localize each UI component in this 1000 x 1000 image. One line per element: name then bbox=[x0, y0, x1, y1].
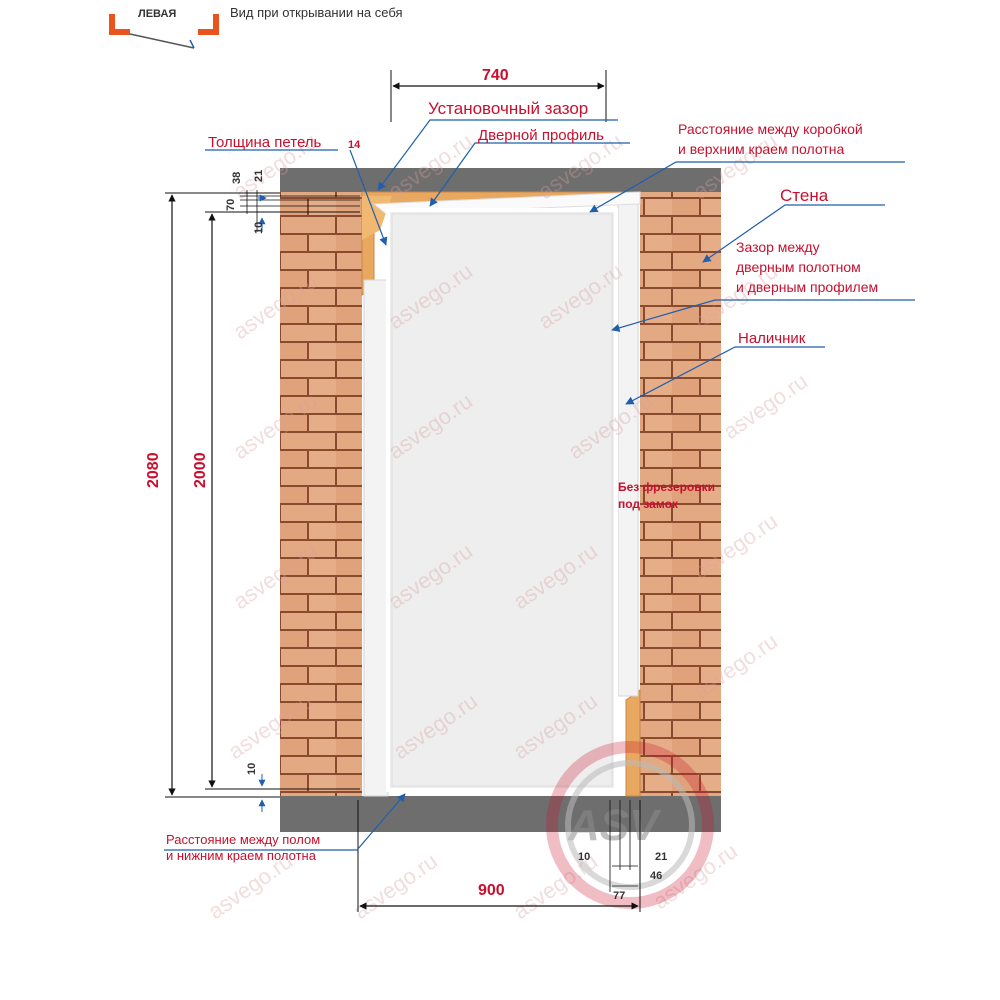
svg-text:asvego.ru: asvego.ru bbox=[689, 128, 782, 204]
floor-gap-label-1: Расстояние между полом bbox=[166, 832, 320, 847]
asv-logo: ASV bbox=[546, 741, 714, 909]
leaf-profile-gap-label-1: Зазор между bbox=[736, 239, 820, 255]
dim-left-heights bbox=[165, 190, 360, 812]
dim-10-bottom-label: 10 bbox=[246, 763, 258, 775]
wall-top-cap bbox=[280, 168, 721, 192]
dim-740-label: 740 bbox=[482, 67, 509, 84]
dim-10-right-label: 10 bbox=[578, 851, 590, 863]
frame-top-gap-label-1: Расстояние между коробкой bbox=[678, 121, 863, 137]
leaf-profile-gap-label-3: и дверным профилем bbox=[736, 279, 878, 295]
leaf-profile-gap-label-2: дверным полотном bbox=[736, 259, 861, 275]
dim-21-top-label: 21 bbox=[253, 170, 265, 182]
dim-top-width bbox=[390, 70, 607, 122]
dim-38-label: 38 bbox=[231, 172, 243, 184]
hinge-thickness-label: Толщина петель bbox=[208, 134, 322, 151]
door-leaf bbox=[386, 208, 618, 792]
floor-gap-label-2: и нижним краем полотна bbox=[166, 848, 317, 863]
frame-top-gap-label-2: и верхним краем полотна bbox=[678, 141, 844, 157]
view-label: Вид при открывании на себя bbox=[230, 5, 403, 20]
opening-side-icon bbox=[109, 14, 219, 49]
dim-46-label: 46 bbox=[650, 870, 662, 882]
brick-wall-right bbox=[640, 192, 721, 796]
dim-21-right-label: 21 bbox=[655, 851, 667, 863]
no-lock-label-2: под замок bbox=[618, 497, 679, 511]
wall-label: Стена bbox=[780, 186, 829, 205]
side-label: ЛЕВАЯ bbox=[138, 8, 176, 20]
dim-2080-label: 2080 bbox=[145, 452, 162, 488]
dim-900-label: 900 bbox=[478, 882, 505, 899]
dim-bottom-width bbox=[357, 800, 641, 912]
door-profile-label: Дверной профиль bbox=[478, 127, 604, 144]
dim-10-top-label: 10 bbox=[253, 222, 265, 234]
dim-70-label: 70 bbox=[225, 199, 237, 211]
logo-text: ASV bbox=[567, 801, 662, 850]
dim-77-label: 77 bbox=[613, 890, 625, 902]
svg-text:asvego.ru: asvego.ru bbox=[719, 368, 812, 444]
dim-2000-label: 2000 bbox=[192, 452, 209, 488]
hinge-thickness-value: 14 bbox=[348, 139, 361, 151]
svg-text:asvego.ru: asvego.ru bbox=[349, 848, 442, 924]
callout-leaders bbox=[164, 119, 915, 851]
brick-wall-left bbox=[280, 192, 362, 796]
casing-left bbox=[363, 279, 389, 797]
casing-label: Наличник bbox=[738, 330, 806, 347]
no-lock-label-1: Без фрезеровки bbox=[618, 480, 715, 494]
install-gap-label: Установочный зазор bbox=[428, 99, 588, 118]
wall-bottom-cap bbox=[280, 796, 721, 832]
